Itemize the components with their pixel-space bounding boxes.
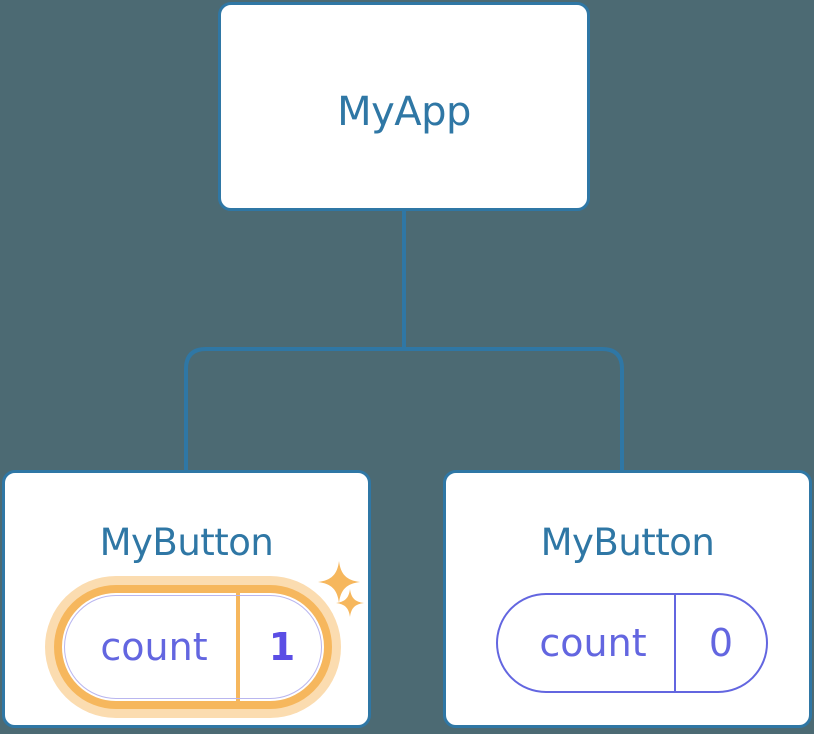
connector-child-bus — [184, 347, 624, 470]
node-card-root[interactable]: MyApp — [218, 2, 590, 211]
state-pill-right[interactable]: count 0 — [496, 593, 768, 693]
state-value-left: 1 — [268, 625, 296, 669]
state-key-right: count — [498, 595, 676, 691]
state-key-left: count — [62, 593, 240, 701]
node-card-child-right[interactable]: MyButton count 0 — [443, 470, 812, 728]
state-pill-wrapper-left: count 1 — [45, 576, 341, 718]
node-title-child-right: MyButton — [540, 521, 715, 564]
node-card-child-left[interactable]: MyButton count 1 — [2, 470, 371, 728]
node-title-root: MyApp — [337, 89, 471, 135]
state-pill-left[interactable]: count 1 — [54, 585, 332, 709]
node-title-child-left: MyButton — [99, 521, 274, 564]
state-value-right: 0 — [708, 621, 734, 665]
